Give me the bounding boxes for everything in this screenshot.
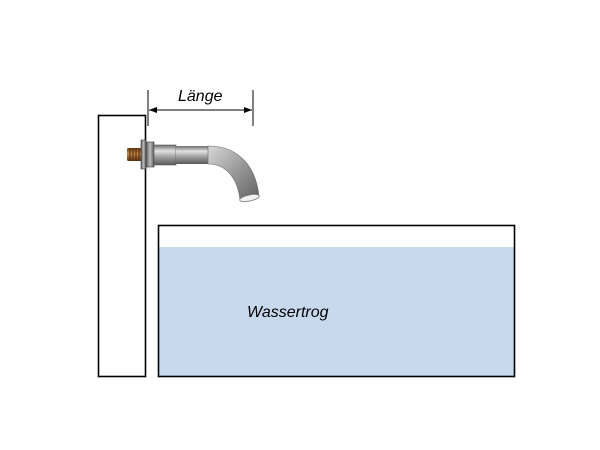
dimension-arrow-left — [149, 107, 157, 113]
wall-flange — [140, 139, 147, 170]
length-dimension: Länge — [147, 88, 254, 126]
pipe-straight — [176, 146, 210, 164]
dimension-arrow-right — [244, 107, 252, 113]
dimension-label: Länge — [178, 88, 223, 105]
trough-outline — [157, 224, 516, 378]
water-trough: Wassertrog — [157, 224, 516, 378]
trough-label: Wassertrog — [247, 304, 329, 321]
water-fill — [159, 247, 514, 376]
pipe-collar — [153, 144, 177, 166]
pipe-outlet — [239, 194, 260, 202]
pipe-bend — [207, 145, 260, 201]
hex-nut — [145, 141, 155, 168]
thread-connector — [127, 148, 142, 161]
spout — [127, 139, 260, 202]
